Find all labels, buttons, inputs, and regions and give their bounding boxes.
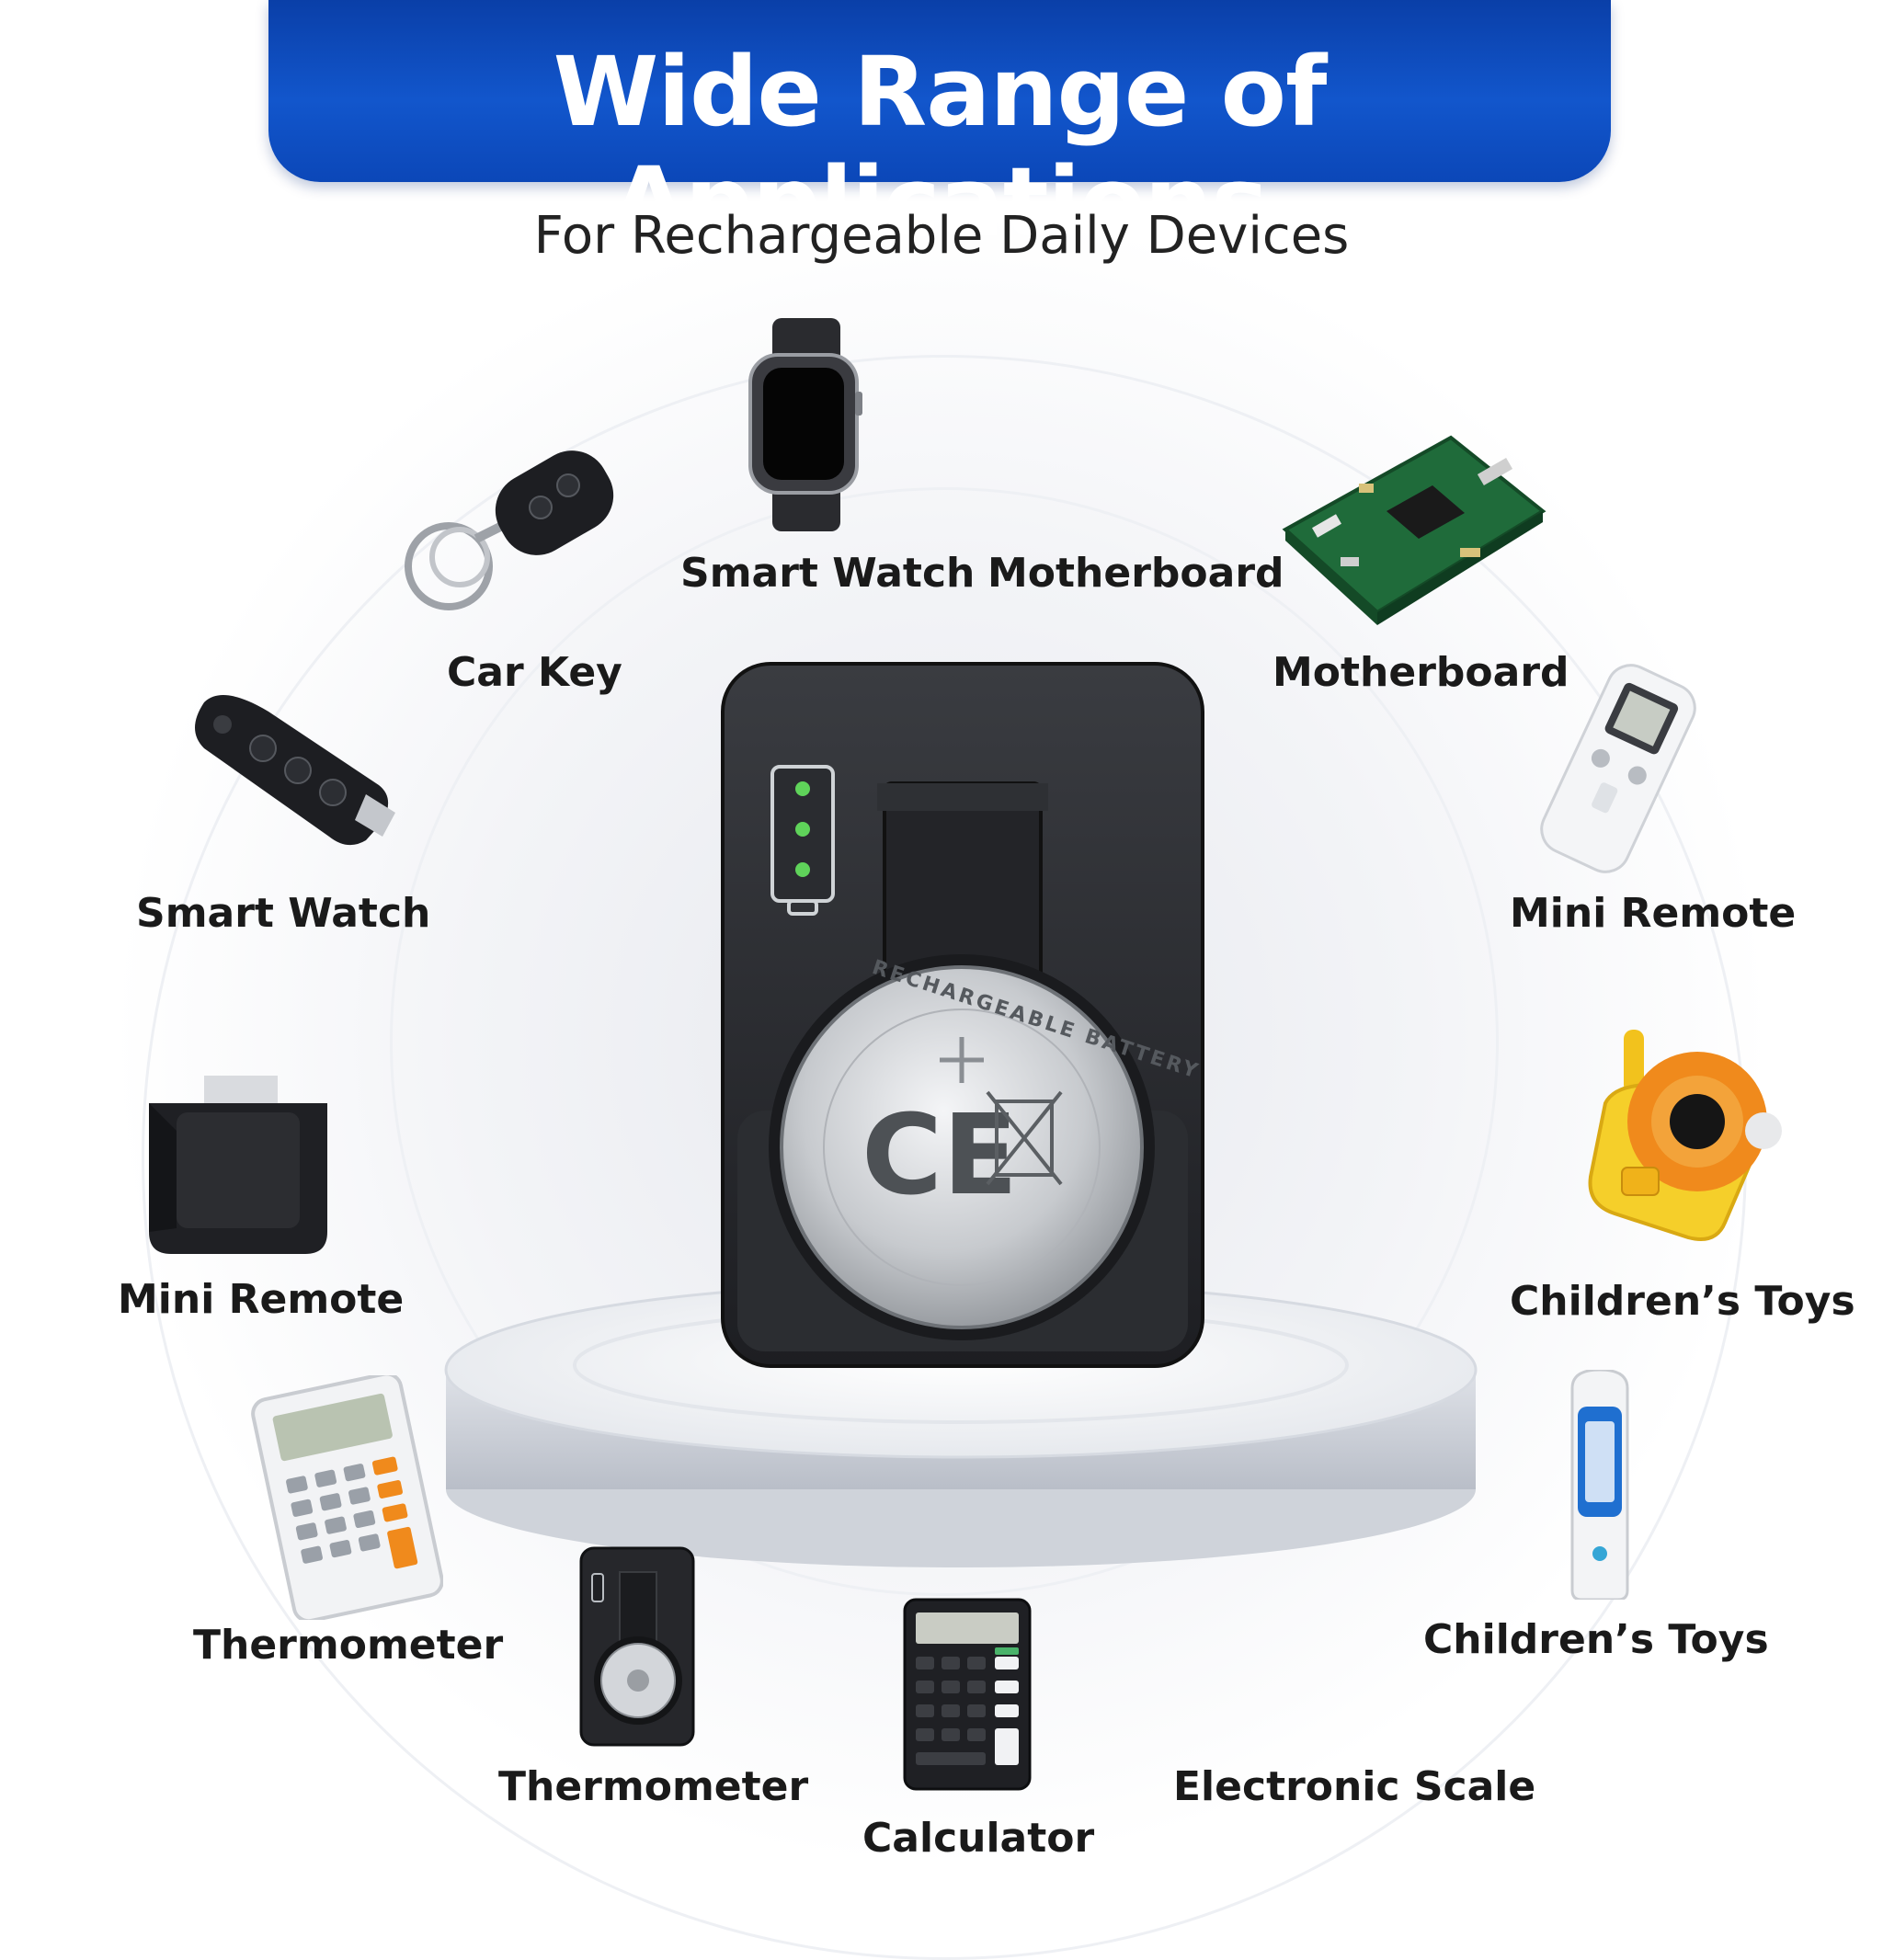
- calculator-white-icon: [250, 1375, 443, 1620]
- flip-car-key-icon: [186, 684, 399, 851]
- charging-dock-icon: [140, 1076, 337, 1256]
- charger-device: CE: [719, 660, 1206, 1370]
- car-key-fob-icon: [403, 428, 623, 612]
- mini-remote-left-label: Mini Remote: [118, 1276, 405, 1323]
- childrens-toys-right-label: Children’s Toys: [1510, 1278, 1855, 1325]
- calculator-label: Calculator: [862, 1815, 1095, 1862]
- mini-remote-icon: [1517, 658, 1719, 879]
- motherboard-top-label: Motherboard: [987, 550, 1284, 597]
- electronic-scale-label: Electronic Scale: [1173, 1763, 1536, 1810]
- thermometer-bottom-label: Thermometer: [498, 1763, 809, 1810]
- smart-watch-top-label: Smart Watch: [680, 550, 976, 597]
- thermometer-left-label: Thermometer: [193, 1622, 504, 1669]
- smart-watch-icon: [747, 318, 866, 531]
- calculator-black-icon: [901, 1596, 1033, 1793]
- header-banner: [268, 0, 1611, 182]
- page-subtitle: For Rechargeable Daily Devices: [533, 206, 1350, 266]
- thermometer-icon: [1563, 1370, 1637, 1600]
- smart-watch-left-label: Smart Watch: [136, 890, 431, 937]
- childrens-toys-lower-label: Children’s Toys: [1423, 1616, 1769, 1663]
- motherboard-right-label: Motherboard: [1272, 649, 1569, 696]
- car-key-label: Car Key: [447, 649, 622, 696]
- motherboard-icon: [1276, 428, 1552, 640]
- mini-remote-right-label: Mini Remote: [1510, 890, 1797, 937]
- decor-ring-inner: [390, 487, 1499, 1596]
- mini-charger-icon: [577, 1544, 697, 1749]
- svg-text:CE: CE: [862, 1092, 1018, 1220]
- pedestal: [441, 1269, 1480, 1572]
- page-title: Wide Range of Applications: [553, 36, 1328, 258]
- toy-walkie-talkie-icon: [1578, 1030, 1791, 1245]
